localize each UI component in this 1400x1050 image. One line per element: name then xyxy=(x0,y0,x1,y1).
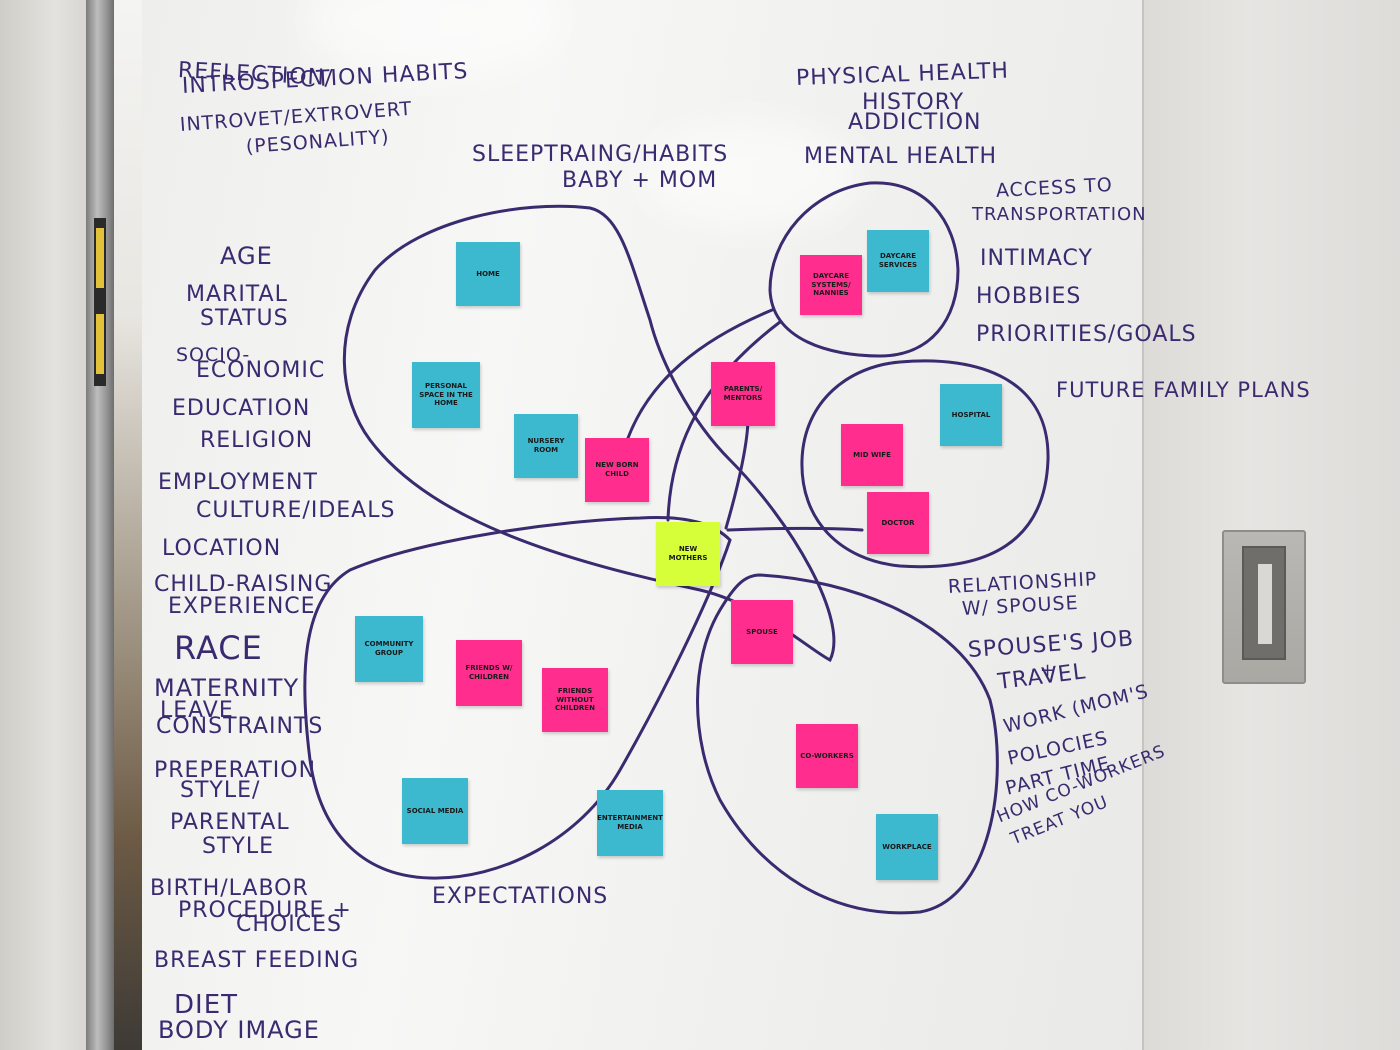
note-nursery-room[interactable]: NURSERY ROOM xyxy=(514,414,578,478)
factor-breast-feeding: BREAST FEEDING xyxy=(154,948,360,973)
note-workplace[interactable]: WORKPLACE xyxy=(876,814,938,880)
factor-style-1: STYLE/ xyxy=(180,778,261,803)
factor-child-raising: CHILD-RAISING xyxy=(154,572,333,597)
factor-experience: EXPERIENCE xyxy=(168,594,316,619)
factor-race: RACE xyxy=(174,629,263,667)
factor-economic: ECONOMIC xyxy=(196,358,326,383)
factor-parental: PARENTAL xyxy=(170,810,290,835)
whiteboard xyxy=(142,0,1142,1050)
factor-education: EDUCATION xyxy=(172,396,311,421)
factor-mental-health: MENTAL HEALTH xyxy=(804,144,998,169)
whiteboard-frame xyxy=(86,0,114,1050)
factor-history: HISTORY xyxy=(862,90,965,115)
panel-handle[interactable] xyxy=(1222,530,1306,684)
note-new-born-child[interactable]: NEW BORN CHILD xyxy=(585,438,649,502)
expectations-label: EXPECTATIONS xyxy=(432,884,609,909)
note-entertainment-media[interactable]: ENTERTAINMENT MEDIA xyxy=(597,790,663,856)
factor-style-2: STYLE xyxy=(202,834,274,859)
note-co-workers[interactable]: CO-WORKERS xyxy=(796,724,858,788)
note-daycare-services[interactable]: DAYCARE SERVICES xyxy=(867,230,929,292)
factor-status: STATUS xyxy=(200,306,289,331)
factor-preperation: PREPERATION xyxy=(154,758,317,783)
factor-location: LOCATION xyxy=(162,536,282,561)
factor-plus: + xyxy=(1040,660,1057,681)
factor-sleep-training: SLEEPTRAING/HABITS xyxy=(472,142,729,167)
note-parents-mentors[interactable]: PARENTS/ MENTORS xyxy=(711,362,775,426)
factor-procedure: PROCEDURE + xyxy=(178,898,352,923)
factor-age: AGE xyxy=(220,242,273,270)
note-spouse[interactable]: SPOUSE xyxy=(731,600,793,664)
factor-future-family-plans: FUTURE FAMILY PLANS xyxy=(1056,378,1311,402)
note-friends-with-children[interactable]: FRIENDS W/ CHILDREN xyxy=(456,640,522,706)
factor-leave: LEAVE xyxy=(160,698,234,723)
factor-socio: SOCIO- xyxy=(176,344,251,366)
factor-birth-labor: BIRTH/LABOR xyxy=(150,876,309,901)
factor-baby-mom: BABY + MOM xyxy=(562,168,718,193)
caution-sticker xyxy=(94,218,106,386)
note-new-mothers[interactable]: NEW MOTHERS xyxy=(656,522,720,586)
factor-employment: EMPLOYMENT xyxy=(158,470,318,495)
factor-marital: MARITAL xyxy=(186,282,288,307)
factor-constraints: CONSTRAINTS xyxy=(156,714,324,739)
adjacent-whiteboard-panel xyxy=(1142,0,1400,1050)
factor-body-image: BODY IMAGE xyxy=(158,1016,320,1044)
factor-transportation: TRANSPORTATION xyxy=(972,204,1147,225)
factor-diet: DIET xyxy=(174,990,238,1020)
factor-religion: RELIGION xyxy=(200,428,314,453)
note-mid-wife[interactable]: MID WIFE xyxy=(841,424,903,486)
factor-culture-ideals: CULTURE/IDEALS xyxy=(196,498,396,523)
note-doctor[interactable]: DOCTOR xyxy=(867,492,929,554)
note-hospital[interactable]: HOSPITAL xyxy=(940,384,1002,446)
note-friends-without-children[interactable]: FRIENDS WITHOUT CHILDREN xyxy=(542,668,608,732)
note-home[interactable]: HOME xyxy=(456,242,520,306)
factor-addiction: ADDICTION xyxy=(848,110,982,135)
note-daycare-systems[interactable]: DAYCARE SYSTEMS/ NANNIES xyxy=(800,255,862,315)
factor-maternity: MATERNITY xyxy=(154,674,300,702)
note-community-group[interactable]: COMMUNITY GROUP xyxy=(355,616,423,682)
left-wall xyxy=(0,0,92,1050)
factor-hobbies: HOBBIES xyxy=(976,284,1082,309)
factor-intimacy: INTIMACY xyxy=(980,246,1093,271)
background-room xyxy=(112,0,142,1050)
note-personal-space[interactable]: PERSONAL SPACE IN THE HOME xyxy=(412,362,480,428)
factor-priorities-goals: PRIORITIES/GOALS xyxy=(976,322,1197,347)
note-social-media[interactable]: SOCIAL MEDIA xyxy=(402,778,468,844)
factor-choices: CHOICES xyxy=(236,912,342,937)
